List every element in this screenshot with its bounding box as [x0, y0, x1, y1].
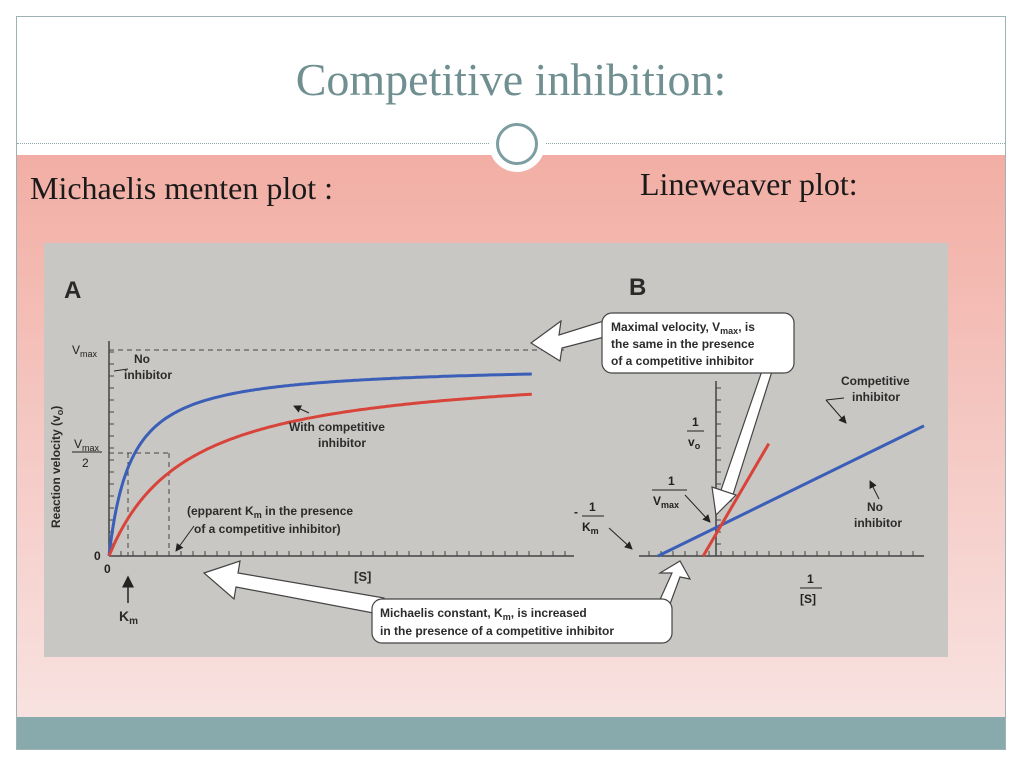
- footer-band: [17, 717, 1005, 749]
- b-xaxis-label-den: [S]: [800, 592, 816, 606]
- a-curve-no-inhibitor: [107, 372, 532, 557]
- a-xtick-zero: 0: [104, 562, 111, 576]
- b-ticks: [648, 387, 914, 556]
- a-y-axis-label: Reaction velocity (vo): [49, 406, 65, 528]
- a-curve-competitive-inhibitor: [107, 392, 532, 557]
- panel-label-b: B: [629, 274, 646, 301]
- panel-b: 1 vo 1 Vmax - 1 Km Competitive inhibitor…: [574, 374, 925, 606]
- a-x-axis-label: [S]: [354, 569, 371, 584]
- callout-km-line2: in the presence of a competitive inhibit…: [380, 624, 614, 638]
- callout-vmax-line2: the same in the presence: [611, 337, 755, 351]
- figure-svg: A B Vmax Vmax 2 0 0 Reaction velocity (v…: [44, 243, 948, 657]
- a-label-no-inhibitor-2: inhibitor: [124, 368, 172, 382]
- b-xint-label-num: 1: [589, 500, 596, 514]
- panel-label-a: A: [64, 277, 81, 304]
- figure-background: [44, 243, 948, 657]
- b-xint-label: -: [574, 505, 578, 519]
- a-label-with-inhibitor-arrow: [293, 405, 310, 414]
- callout-vmax-arrowhead-icon: [711, 486, 738, 517]
- a-label-no-inhibitor-leader: [113, 368, 129, 372]
- circle-ornament-icon: [489, 116, 545, 172]
- callout-vmax-line3: of a competitive inhibitor: [611, 354, 754, 368]
- b-label-competitive-leader: [825, 397, 845, 401]
- callout-km: Michaelis constant, Km, is increased in …: [202, 560, 692, 644]
- b-xaxis-label-num: 1: [807, 572, 814, 586]
- a-apparent-km-note-2: of a competitive inhibitor): [194, 522, 341, 536]
- slide-title: Competitive inhibition:: [295, 54, 727, 105]
- subtitle-lineweaver: Lineweaver plot:: [640, 166, 858, 202]
- b-label-no-inhibitor: No: [867, 500, 883, 514]
- a-apparent-km-note: (epparent Km in the presence: [187, 504, 353, 520]
- callout-vmax-box: [601, 312, 795, 374]
- b-label-no-inhibitor-arrow: [869, 480, 880, 500]
- b-label-competitive-2: inhibitor: [852, 390, 900, 404]
- callout-km-line1: Michaelis constant, Km, is increased: [380, 606, 587, 622]
- callout-vmax-line1: Maximal velocity, Vmax, is: [611, 320, 755, 336]
- a-apparent-km-arrow: [175, 525, 195, 552]
- a-label-no-inhibitor: No: [134, 352, 150, 366]
- b-line-competitive-inhibitor: [701, 442, 771, 557]
- b-yint-label-num: 1: [668, 474, 675, 488]
- b-label-competitive: Competitive: [841, 374, 910, 388]
- a-ticks: [109, 351, 566, 556]
- callout-km-box: [371, 598, 673, 644]
- figure-panel: A B Vmax Vmax 2 0 0 Reaction velocity (v…: [44, 243, 948, 657]
- b-yint-arrow: [684, 494, 711, 523]
- a-label-with-inhibitor-2: inhibitor: [318, 436, 366, 450]
- b-label-competitive-arrow: [825, 399, 847, 424]
- a-ytick-zero: 0: [94, 549, 101, 563]
- callout-vmax: Maximal velocity, Vmax, is the same in t…: [529, 312, 795, 517]
- b-xint-arrow: [608, 527, 633, 550]
- subtitle-michaelis-menten: Michaelis menten plot :: [30, 170, 334, 206]
- a-label-with-inhibitor: With competitive: [289, 420, 385, 434]
- b-yaxis-label-num: 1: [692, 415, 699, 429]
- b-label-no-inhibitor-2: inhibitor: [854, 516, 902, 530]
- b-line-no-inhibitor: [657, 424, 925, 558]
- a-ytick-vmax-half-den: 2: [82, 456, 89, 470]
